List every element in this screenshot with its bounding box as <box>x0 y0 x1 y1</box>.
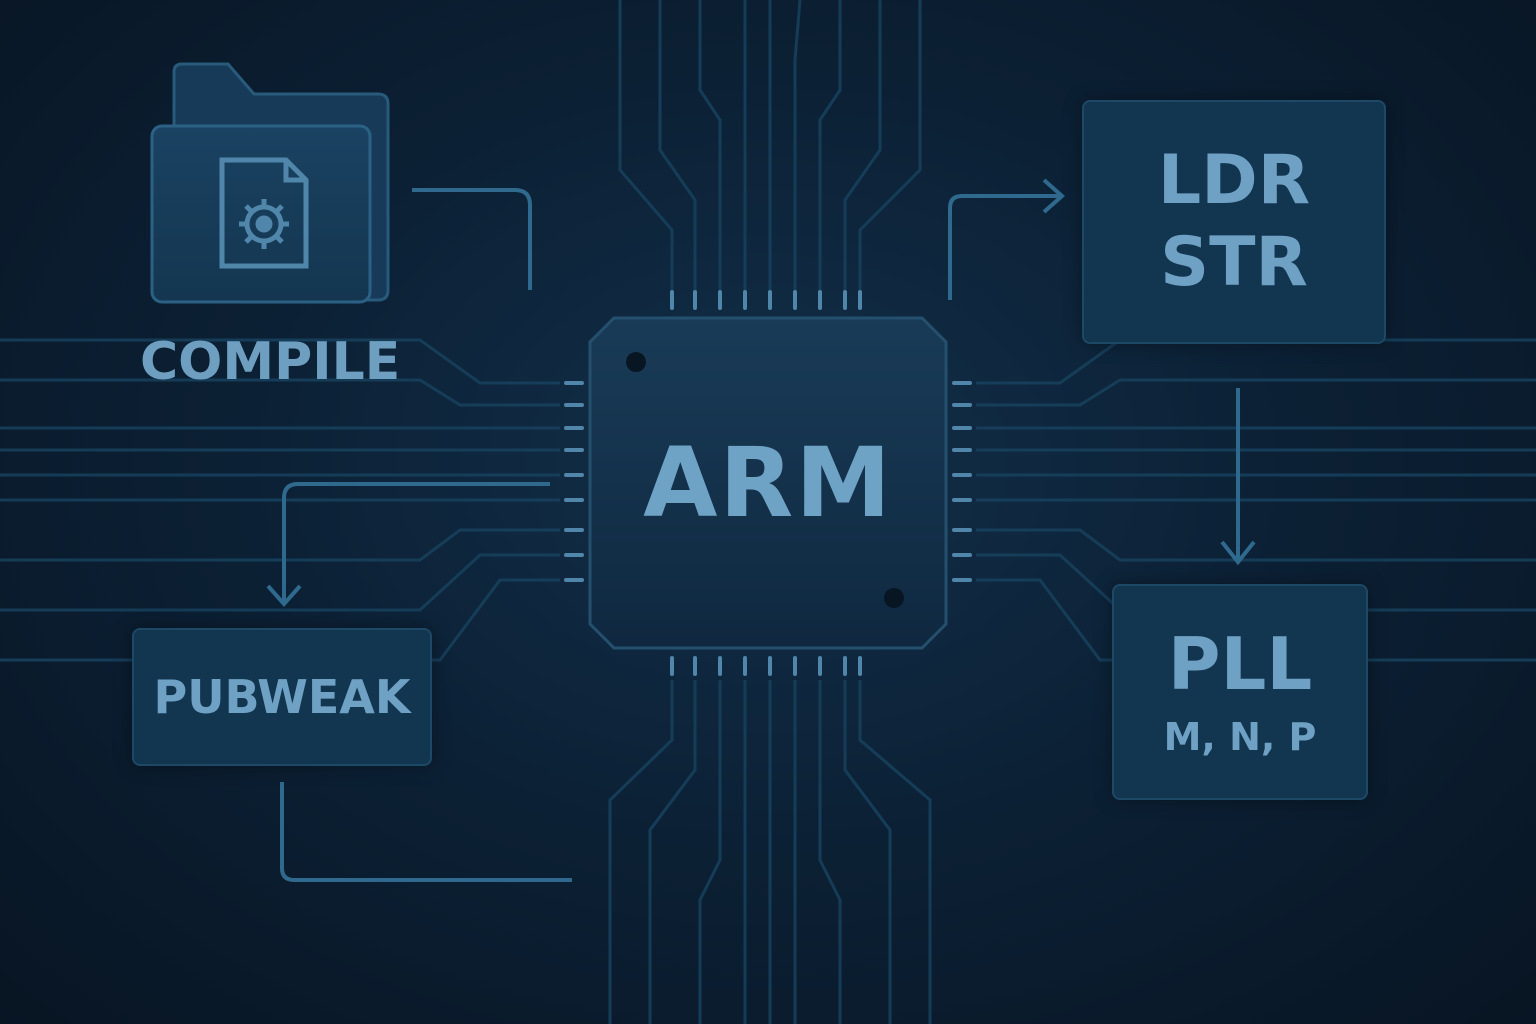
chip-label: ARM <box>643 427 893 539</box>
ldrstr-to-pll-arrowhead <box>1220 540 1256 566</box>
pubweak-box: PUBWEAK <box>132 628 432 766</box>
folder-icon <box>150 62 390 304</box>
pubweak-label: PUBWEAK <box>153 670 411 724</box>
ldr-label: LDR <box>1157 141 1311 220</box>
chip-icon <box>588 316 948 650</box>
connector-lines <box>266 178 1256 882</box>
pll-params: M, N, P <box>1163 715 1317 759</box>
str-label: STR <box>1160 223 1308 302</box>
chip-to-ldrstr-arrowhead <box>1042 178 1066 214</box>
pll-title: PLL <box>1167 622 1313 706</box>
pubweak-to-chip-line <box>280 782 572 882</box>
compile-to-chip-line <box>412 188 532 290</box>
ldr-str-box: LDR STR <box>1082 100 1386 344</box>
compile-to-pubweak-line <box>282 482 550 602</box>
pll-box: PLL M, N, P <box>1112 584 1368 800</box>
compile-label: COMPILE <box>140 332 401 392</box>
compile-to-pubweak-arrowhead <box>266 584 302 608</box>
chip-to-ldrstr-line <box>948 194 1060 300</box>
gear-file-icon <box>219 157 309 269</box>
chip-pins <box>564 290 972 676</box>
